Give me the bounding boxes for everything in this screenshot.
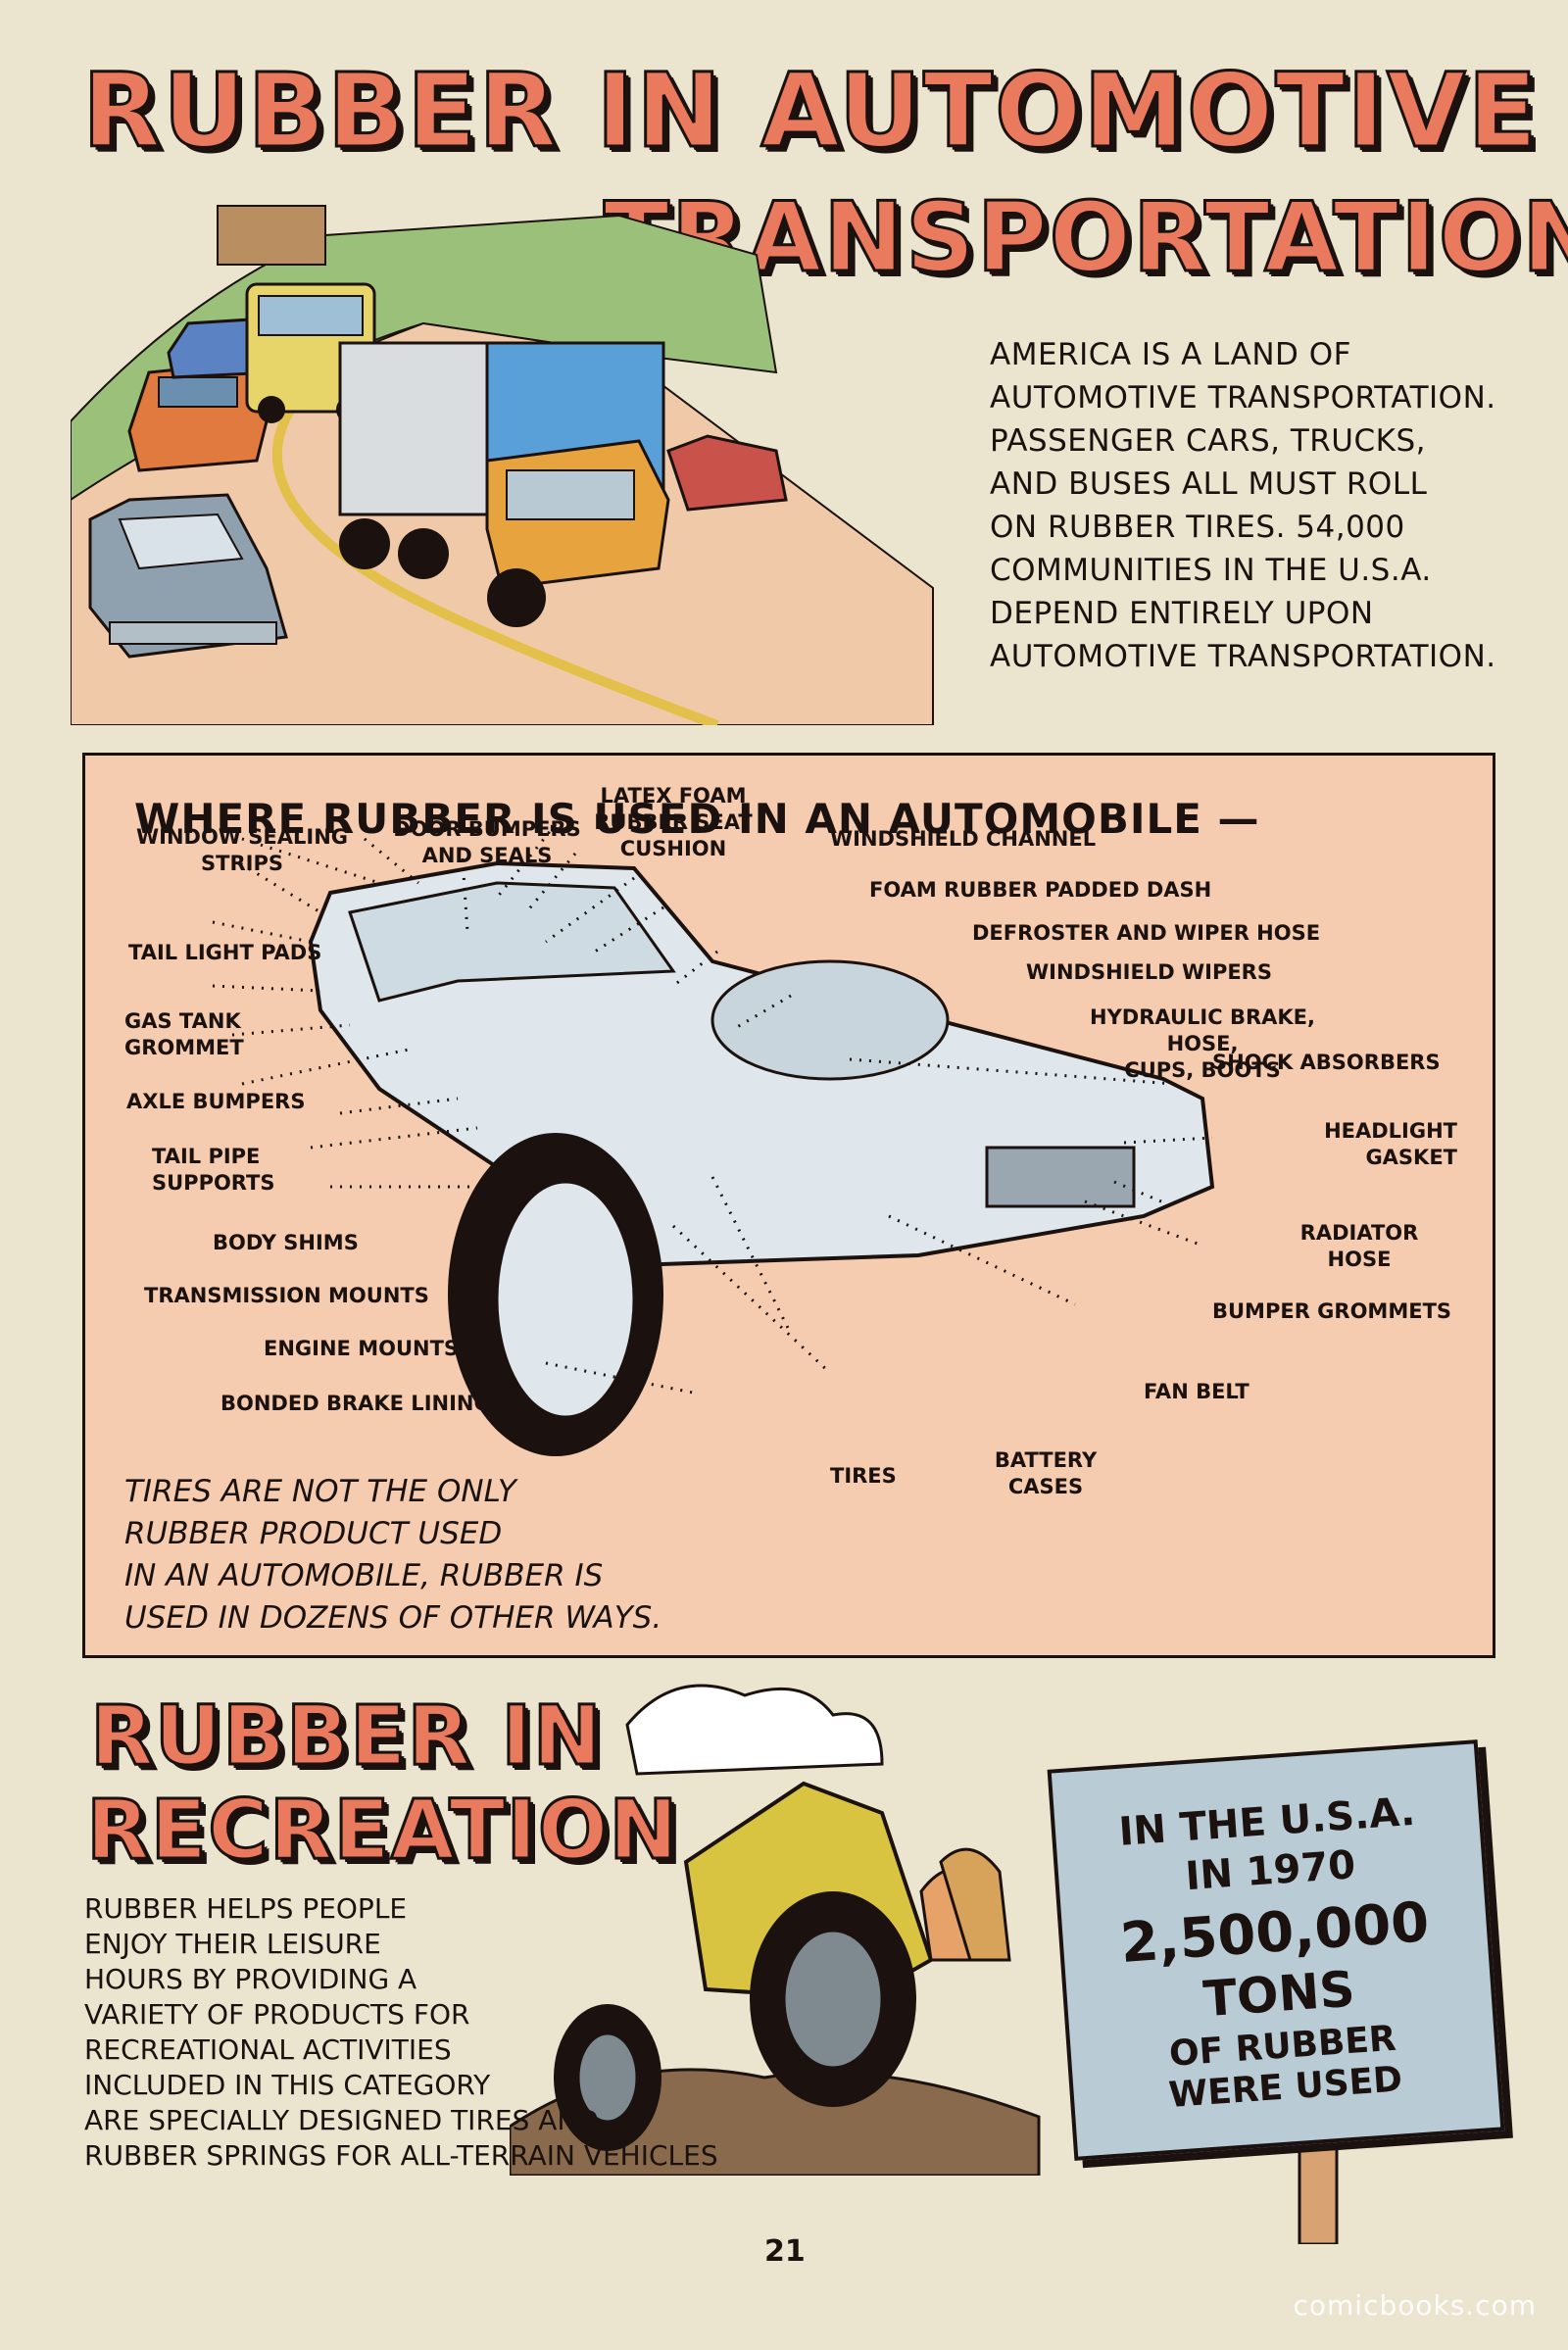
diagram-title: WHERE RUBBER IS USED IN AN AUTOMOBILE — [134,795,1260,843]
label-tail-light-pads: TAIL LIGHT PADS [128,941,322,964]
label-latex-foam: LATEX FOAM RUBBER SEAT CUSHION [594,784,753,860]
label-window-sealing: WINDOW SEALING STRIPS [135,825,349,875]
label-bumper-grommets: BUMPER GROMMETS [1212,1299,1452,1323]
statistic-sign: IN THE U.S.A. IN 1970 2,500,000 TONS OF … [1047,1739,1505,2161]
label-headlight-gasket: HEADLIGHT GASKET [1324,1119,1457,1169]
watermark: comicbooks.com [1293,2289,1537,2322]
automobile-diagram-panel: WHERE RUBBER IS USED IN AN AUTOMOBILE — … [82,753,1495,1658]
truck-icon [338,341,670,627]
recreation-title-line-1: RUBBER IN [89,1687,604,1786]
label-hydraulic-brake: HYDRAULIC BRAKE, HOSE, CUPS, BOOTS [1090,1005,1315,1082]
label-gas-tank-grommet: GAS TANK GROMMET [124,1009,244,1059]
recreation-paragraph: RUBBER HELPS PEOPLE ENJOY THEIR LEISURE … [84,1892,718,2172]
label-transmission-mounts: TRANSMISSION MOUNTS [144,1284,429,1307]
label-bonded-brake-lining: BONDED BRAKE LINING [220,1392,491,1415]
label-defroster-hose: DEFROSTER AND WIPER HOSE [972,921,1321,945]
label-door-bumpers: DOOR BUMPERS AND SEALS [393,817,581,867]
page-title-line-1: RUBBER IN AUTOMOTIVE [81,50,1540,172]
sign-post [1298,2136,1339,2244]
label-windshield-wipers: WINDSHIELD WIPERS [1026,960,1272,984]
highway-scene-illustration [71,205,934,725]
red-car-icon [666,434,788,512]
car-cutaway-illustration [212,823,1215,1456]
label-battery-cases: BATTERY CASES [994,1448,1098,1498]
label-axle-bumpers: AXLE BUMPERS [126,1090,306,1113]
label-tail-pipe-supports: TAIL PIPE SUPPORTS [152,1145,275,1195]
recreation-title-line-2: RECREATION [85,1781,680,1880]
label-shock-absorbers: SHOCK ABSORBERS [1212,1051,1441,1074]
label-foam-dash: FOAM RUBBER PADDED DASH [869,878,1212,902]
all-terrain-vehicle-illustration [510,1684,1041,2176]
label-windshield-channel: WINDSHIELD CHANNEL [830,827,1097,851]
label-engine-mounts: ENGINE MOUNTS [264,1337,460,1360]
diagram-note: TIRES ARE NOT THE ONLY RUBBER PRODUCT US… [124,1474,662,1636]
page-number: 21 [764,2234,806,2269]
label-body-shims: BODY SHIMS [213,1231,359,1254]
label-tires: TIRES [830,1464,897,1488]
page-title-line-2: TRANSPORTATION [602,181,1568,296]
sedan-car-icon [88,493,288,659]
label-fan-belt: FAN BELT [1144,1380,1250,1403]
intro-paragraph: AMERICA IS A LAND OF AUTOMOTIVE TRANSPOR… [990,337,1496,674]
label-radiator-hose: RADIATOR HOSE [1299,1221,1419,1271]
